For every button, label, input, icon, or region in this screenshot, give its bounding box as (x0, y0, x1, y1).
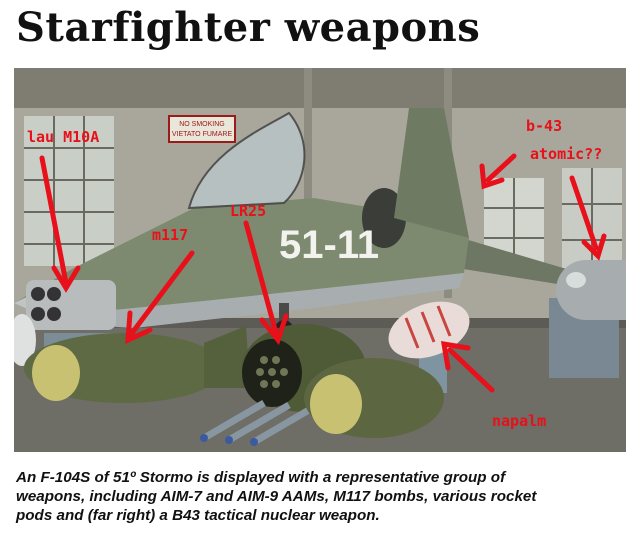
caption-line-2: weapons, including AIM-7 and AIM-9 AAMs,… (16, 488, 537, 505)
photo-caption: An F-104S of 51º Stormo is displayed wit… (16, 468, 628, 525)
annotation-lr25: LR25 (230, 202, 267, 220)
aircraft-photo: NO SMOKING VIETATO FUMARE 51-11 (14, 68, 626, 452)
annotation-atomic: atomic?? (530, 145, 603, 163)
annotation-b43: b-43 (526, 117, 563, 135)
annotation-m117: m117 (152, 226, 189, 244)
b43-bomb (556, 260, 626, 320)
hangar-window-left (24, 116, 114, 266)
caption-line-3: pods and (far right) a B43 tactical nucl… (16, 507, 380, 524)
annotation-napalm: napalm (492, 412, 547, 430)
photo-illustration: NO SMOKING VIETATO FUMARE 51-11 (14, 68, 626, 452)
sign-text-line-2: VIETATO FUMARE (172, 131, 233, 138)
lau-rocket-pod (26, 280, 116, 330)
aircraft-tail-code: 51-11 (279, 223, 379, 267)
second-m117-bomb (304, 358, 444, 438)
hangar-window-right (484, 168, 622, 278)
annotation-lau: lau M10A (27, 128, 100, 146)
caption-line-1: An F-104S of 51º Stormo is displayed wit… (16, 469, 506, 486)
page-title: Starfighter weapons (16, 4, 481, 51)
annotation-arrows (39, 153, 607, 393)
m117-bomb (24, 326, 250, 403)
rockets-rack (200, 399, 316, 446)
sign-text-line-1: NO SMOKING (179, 121, 225, 128)
